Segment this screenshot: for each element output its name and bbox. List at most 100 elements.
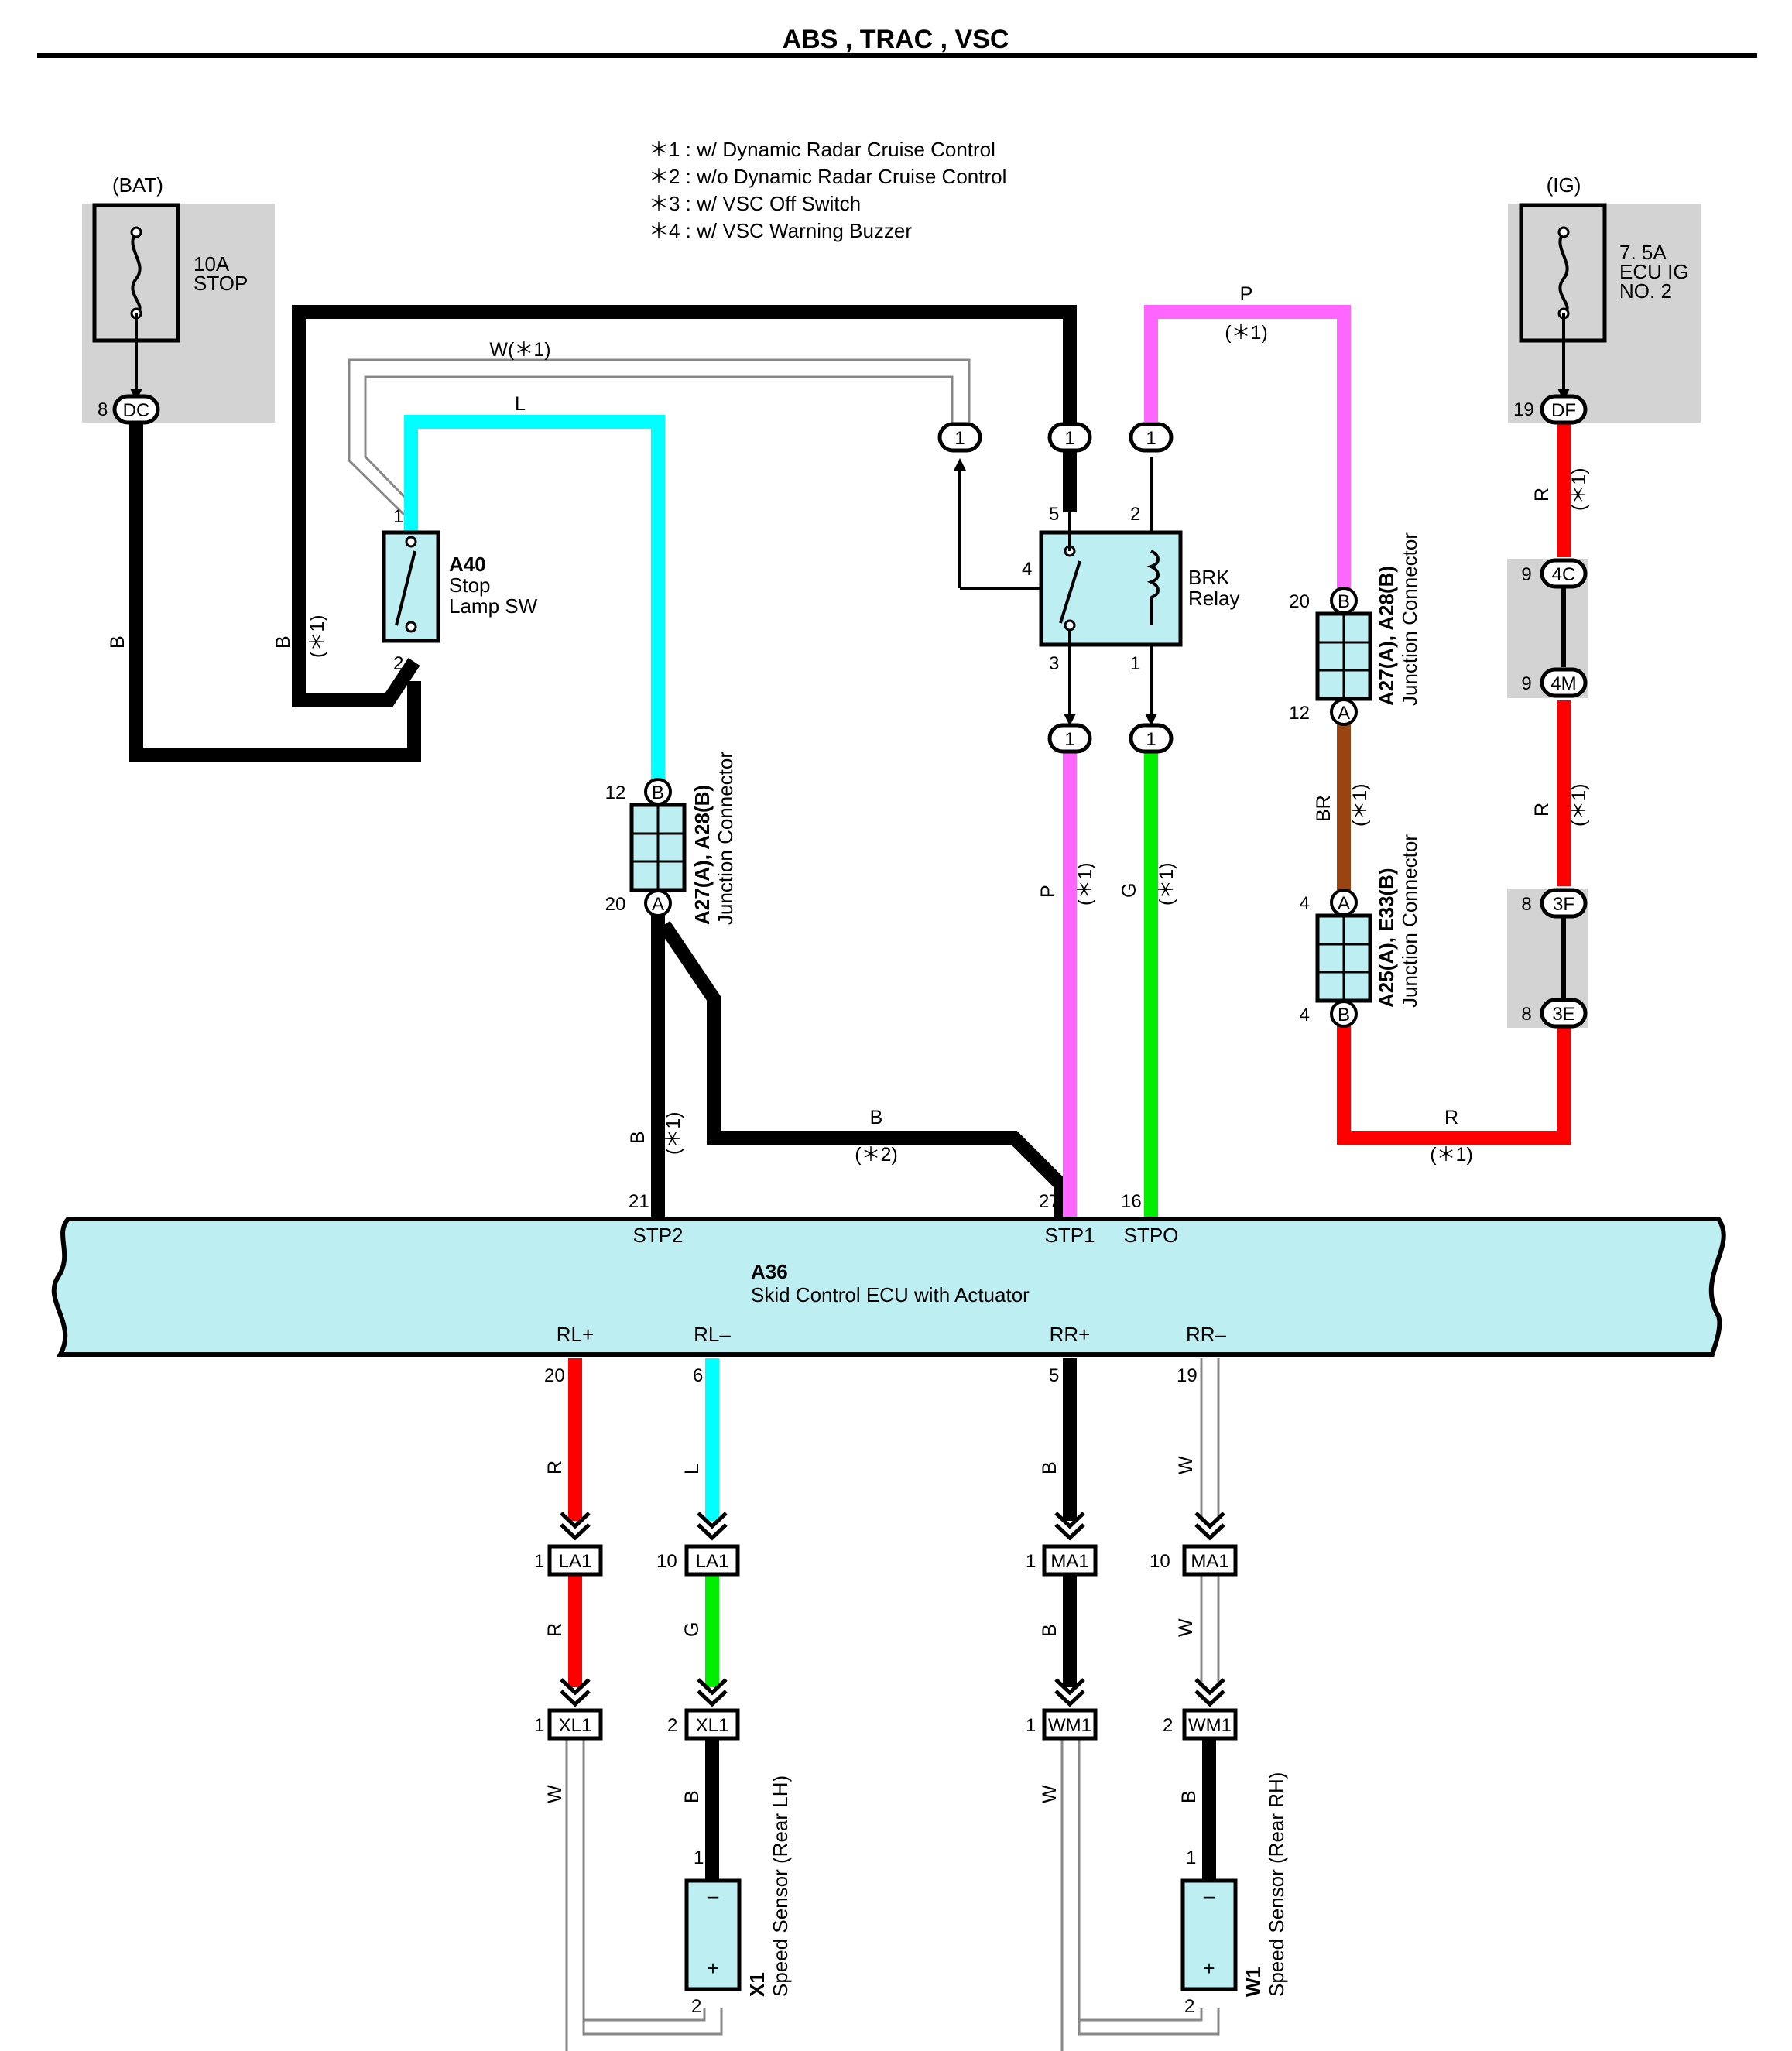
- x1-pin-2: 2: [691, 1996, 701, 2017]
- connector-wm1-2: WM1 2: [1163, 1708, 1238, 1741]
- connector-4m: 4M 9: [1521, 667, 1588, 698]
- junction-rb-conn-top: A: [1338, 893, 1350, 914]
- svg-text:1: 1: [534, 1715, 544, 1736]
- w1-code: W1: [1242, 1967, 1265, 1997]
- fuse-bat-pin: 8: [98, 399, 108, 420]
- x1-pin-1: 1: [694, 1847, 704, 1868]
- junction-left-conn-bottom: A: [652, 894, 664, 915]
- junction-connector-left: B A 12 20 A27(A), A28(B) Junction Connec…: [605, 752, 737, 925]
- junction-left-conn-top: B: [652, 782, 664, 803]
- wire-white-wm1-w1-loop: [1060, 1738, 1220, 2051]
- svg-text:MA1: MA1: [1191, 1551, 1228, 1572]
- connector-1-b: 1: [1047, 422, 1092, 453]
- svg-text:4C: 4C: [1552, 564, 1576, 585]
- label-b-rr-2: B: [1039, 1624, 1060, 1637]
- svg-text:XL1: XL1: [559, 1715, 592, 1736]
- svg-text:2: 2: [667, 1715, 677, 1736]
- junction-rb-name: Junction Connector: [1398, 834, 1421, 1008]
- svg-text:1: 1: [1146, 729, 1156, 750]
- junction-left-name: Junction Connector: [714, 752, 737, 925]
- label-b-star2-note: (＊2): [855, 1144, 898, 1166]
- fuse-ig-name2: NO. 2: [1619, 279, 1672, 303]
- a40-code: A40: [449, 553, 486, 576]
- note-3: ＊3 : w/ VSC Off Switch: [649, 192, 861, 215]
- svg-text:3F: 3F: [1553, 894, 1574, 915]
- ecu-code: A36: [751, 1260, 788, 1283]
- fuse-bat-rating: 10A: [194, 252, 230, 276]
- fuse-ig-rating: 7. 5A: [1619, 241, 1667, 264]
- ecu-stp2: STP2: [632, 1224, 683, 1247]
- connector-4c: 4C 9: [1521, 558, 1588, 589]
- ecu-pin-19: 19: [1177, 1365, 1198, 1386]
- label-p-top-star1: (＊1): [1225, 322, 1268, 344]
- connector-ma1-1: MA1 1: [1026, 1544, 1098, 1577]
- speed-sensor-w1: – + 1 2 W1 Speed Sensor (Rear RH): [1180, 1772, 1288, 2017]
- ecu-a36: A36 Skid Control ECU with Actuator 21 ST…: [51, 1191, 1726, 1386]
- svg-text:9: 9: [1521, 673, 1531, 694]
- junction-rb-code: A25(A), E33(B): [1375, 868, 1398, 1008]
- label-g-stpo: G: [1119, 883, 1140, 898]
- label-w-rrm-2: W: [1175, 1618, 1197, 1637]
- junction-connector-right-top: B A 20 12 A27(A), A28(B) Junction Connec…: [1289, 532, 1421, 726]
- bottom-arrows: [560, 1512, 1225, 1707]
- junction-rt-code: A27(A), A28(B): [1375, 566, 1398, 706]
- label-r-bottom-star1: (＊1): [1430, 1144, 1473, 1166]
- relay-pin-2: 2: [1130, 504, 1140, 525]
- svg-text:9: 9: [1521, 564, 1531, 585]
- connector-ma1-10: MA1 10: [1150, 1544, 1238, 1577]
- junction-rt-pin-top: 20: [1289, 591, 1310, 612]
- connector-1-p-bottom: 1: [1047, 723, 1092, 754]
- label-b-rr: B: [1039, 1461, 1060, 1474]
- w1-name: Speed Sensor (Rear RH): [1265, 1772, 1288, 1997]
- x1-plus: +: [707, 1957, 718, 1980]
- label-p-stp1: P: [1037, 885, 1059, 898]
- ecu-name: Skid Control ECU with Actuator: [751, 1283, 1030, 1306]
- label-r-top-star1: (＊1): [1568, 467, 1590, 511]
- connector-3f: 3F 8: [1521, 888, 1588, 919]
- svg-text:WM1: WM1: [1048, 1715, 1091, 1736]
- wire-white-w-outer: [348, 358, 971, 516]
- label-g-stpo-star1: (＊1): [1156, 862, 1177, 906]
- svg-text:1: 1: [1064, 729, 1074, 750]
- connector-dc-label: DC: [123, 400, 150, 421]
- connector-la1-10: LA1 10: [656, 1544, 740, 1577]
- label-b-stp2-star1: (＊1): [663, 1111, 684, 1155]
- svg-text:1: 1: [1146, 428, 1156, 449]
- speed-sensor-x1: – + 1 2 X1 Speed Sensor (Rear LH): [684, 1775, 792, 2017]
- label-l-top: L: [515, 393, 526, 415]
- label-r-mid: R: [1531, 803, 1553, 817]
- relay-pin-3: 3: [1049, 653, 1059, 674]
- connector-dc: DC: [112, 394, 160, 425]
- relay-pin-1: 1: [1130, 653, 1140, 674]
- junction-rb-conn-bottom: B: [1338, 1005, 1350, 1026]
- svg-text:1: 1: [1026, 1551, 1036, 1572]
- svg-text:XL1: XL1: [696, 1715, 729, 1736]
- label-br: BR: [1313, 795, 1335, 822]
- connector-la1-1: LA1 1: [534, 1544, 603, 1577]
- connector-1-p-top: 1: [1129, 422, 1174, 453]
- junction-rb-pin-top: 4: [1300, 893, 1310, 914]
- brk-relay: 5 2 4 3 1 BRK Relay: [954, 457, 1239, 726]
- svg-text:WM1: WM1: [1188, 1715, 1232, 1736]
- inline-connectors-1: 1 1 1 1 1: [937, 422, 1174, 754]
- ecu-pin-20: 20: [544, 1365, 565, 1386]
- svg-text:LA1: LA1: [696, 1551, 729, 1572]
- fuse-bat-name: STOP: [194, 272, 248, 295]
- note-4: ＊4 : w/ VSC Warning Buzzer: [649, 219, 912, 242]
- a40-name1: Stop: [449, 574, 491, 597]
- label-r-mid-star1: (＊1): [1568, 783, 1590, 827]
- a40-name2: Lamp SW: [449, 594, 538, 618]
- fuse-bat-source: (BAT): [112, 173, 163, 197]
- svg-text:8: 8: [1521, 1004, 1531, 1025]
- connector-3e: 3E 8: [1521, 998, 1588, 1029]
- label-l-rlm: L: [681, 1464, 703, 1474]
- svg-text:2: 2: [1163, 1715, 1173, 1736]
- label-g-rlm: G: [681, 1622, 703, 1637]
- svg-text:1: 1: [1026, 1715, 1036, 1736]
- ecu-pin-21: 21: [629, 1191, 649, 1212]
- wire-cyan-l: [404, 415, 665, 780]
- fuse-ig-source: (IG): [1547, 173, 1581, 197]
- fuse-ig: (IG) 7. 5A ECU IG NO. 2 19: [1513, 173, 1689, 420]
- x1-name: Speed Sensor (Rear LH): [769, 1775, 792, 1997]
- wire-white-w-inner: [364, 375, 954, 508]
